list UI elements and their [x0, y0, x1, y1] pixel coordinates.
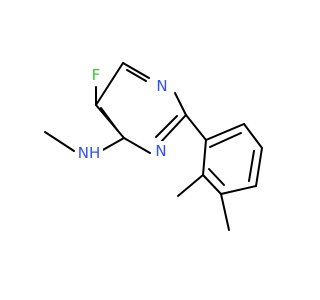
bond-ar5-methyl	[220, 193, 230, 231]
bond-c6-n1-double	[126, 69, 147, 82]
atom-fluorine: F	[88, 65, 104, 84]
bond-ar6-ar1	[202, 139, 207, 176]
bond-c4-c5-double	[100, 107, 119, 132]
bond-ar1-ar2	[205, 123, 245, 141]
bond-n3-c4	[123, 137, 151, 154]
bond-ar6-methyl	[177, 174, 204, 197]
bond-nh-methyl	[44, 131, 75, 152]
bond-ar4-ar5	[220, 185, 257, 195]
bond-ar5-ar6	[202, 174, 222, 195]
bond-ar3-ar4	[255, 147, 263, 187]
atom-label-f: F	[92, 66, 101, 84]
bond-c5-c6	[95, 62, 124, 106]
bond-c2-n3	[159, 114, 187, 144]
bond-c4-nh	[100, 137, 125, 152]
atom-amine-nh: NH	[75, 144, 103, 162]
atom-ring-n3: N	[152, 141, 170, 160]
molecule-structure-diagram: F N N NH	[44, 62, 263, 231]
bond-c6-n1	[122, 62, 150, 79]
atom-label-n1: N	[156, 77, 167, 95]
bonds	[44, 62, 263, 231]
atom-ring-n1: N	[153, 77, 171, 95]
bond-c2-n3-double	[155, 115, 178, 138]
bond-ar2-ar3	[243, 123, 263, 149]
bond-ar1-ar2-double	[209, 132, 242, 148]
atom-label-nh: NH	[78, 144, 101, 162]
bond-ar5-ar6-double	[208, 168, 225, 186]
bond-ar3-ar4-double	[248, 150, 255, 182]
bond-n1-c2	[174, 92, 187, 116]
atom-labels: F N N NH	[75, 65, 171, 162]
bond-c2-phenyl	[185, 114, 207, 141]
atom-label-n3: N	[155, 142, 166, 160]
